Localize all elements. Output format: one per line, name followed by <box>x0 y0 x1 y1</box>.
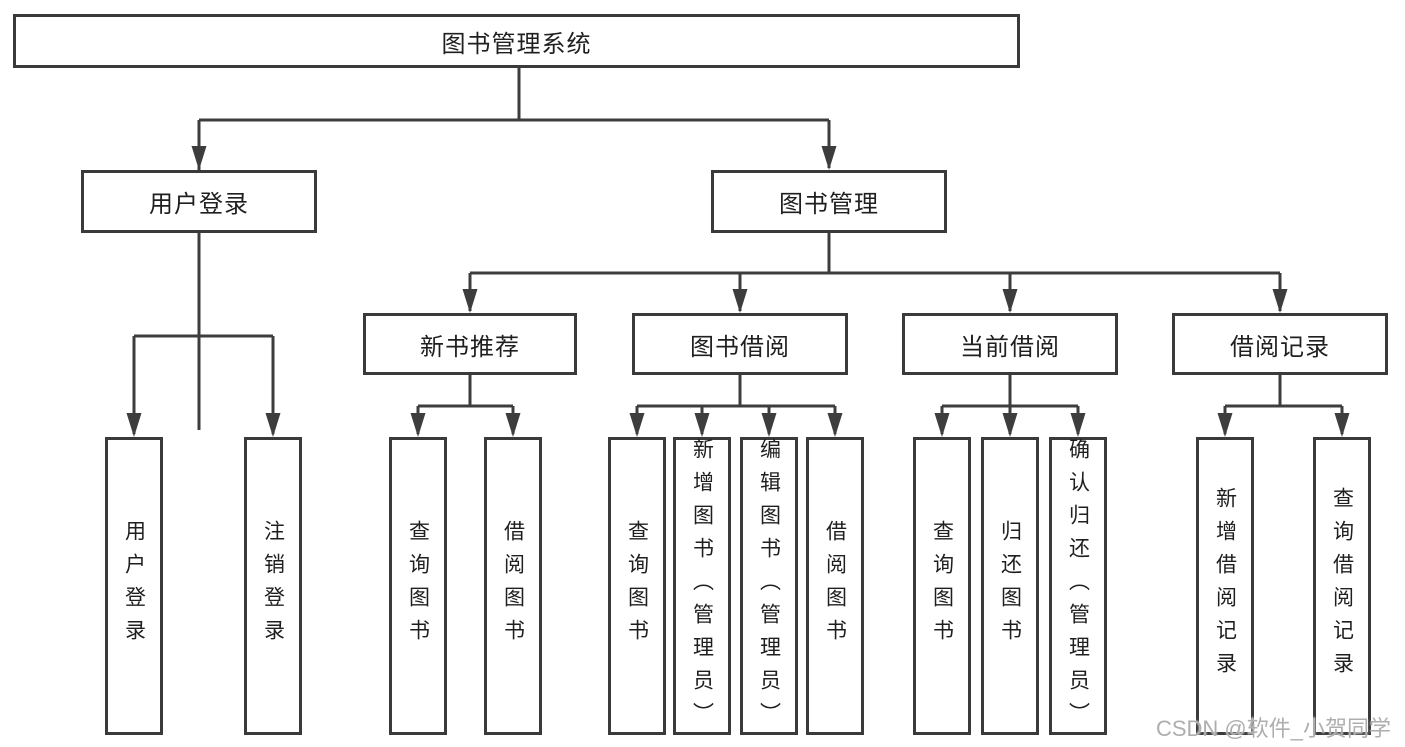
leaf-query-borrow-record: 查询借阅记录 <box>1313 437 1371 735</box>
node-current-borrowing-label: 当前借阅 <box>960 333 1060 361</box>
leaf-confirm-return-admin-label: 确认归还（管理员） <box>1066 437 1090 735</box>
leaf-query-books-recommend-label: 查询图书 <box>406 520 430 652</box>
connector-borrow-record <box>1223 375 1344 434</box>
leaf-logout-label: 注销登录 <box>261 520 285 652</box>
leaf-add-borrow-record-label: 新增借阅记录 <box>1213 487 1237 685</box>
leaf-edit-books-admin: 编辑图书（管理员） <box>740 437 798 735</box>
connector-new-book <box>416 375 515 434</box>
leaf-return-books: 归还图书 <box>981 437 1039 735</box>
leaf-query-books-current: 查询图书 <box>913 437 971 735</box>
leaf-query-books-borrow: 查询图书 <box>608 437 666 735</box>
node-borrow-records: 借阅记录 <box>1172 313 1388 375</box>
leaf-query-books-current-label: 查询图书 <box>930 520 954 652</box>
connector-book-borrow <box>635 375 837 434</box>
connector-root <box>197 68 831 430</box>
leaf-logout: 注销登录 <box>244 437 302 735</box>
leaf-add-borrow-record: 新增借阅记录 <box>1196 437 1254 735</box>
leaf-add-books-admin-label: 新增图书（管理员） <box>690 437 714 735</box>
csdn-watermark: CSDN @软件_小贺同学 <box>1155 716 1391 741</box>
node-new-book-recommend-label: 新书推荐 <box>420 333 520 361</box>
leaf-borrow-books: 借阅图书 <box>806 437 864 735</box>
node-library-system: 图书管理系统 <box>13 14 1020 68</box>
arrowheads <box>126 146 1350 437</box>
leaf-user-login: 用户登录 <box>105 437 163 735</box>
leaf-add-books-admin: 新增图书（管理员） <box>673 437 731 735</box>
leaf-edit-books-admin-label: 编辑图书（管理员） <box>757 437 781 735</box>
leaf-user-login-label: 用户登录 <box>122 520 146 652</box>
leaf-query-books-borrow-label: 查询图书 <box>625 520 649 652</box>
connector-user-login <box>132 233 275 434</box>
node-book-management: 图书管理 <box>711 170 947 233</box>
node-user-login: 用户登录 <box>81 170 317 233</box>
node-book-borrowing: 图书借阅 <box>632 313 848 375</box>
node-user-login-label: 用户登录 <box>149 191 249 218</box>
leaf-borrow-books-recommend-label: 借阅图书 <box>501 520 525 652</box>
node-book-borrowing-label: 图书借阅 <box>690 333 790 361</box>
node-book-management-label: 图书管理 <box>779 191 879 218</box>
leaf-borrow-books-recommend: 借阅图书 <box>484 437 542 735</box>
leaf-confirm-return-admin: 确认归还（管理员） <box>1049 437 1107 735</box>
leaf-return-books-label: 归还图书 <box>998 520 1022 652</box>
node-borrow-records-label: 借阅记录 <box>1230 333 1330 361</box>
node-library-system-label: 图书管理系统 <box>441 30 592 58</box>
connector-book-mgmt <box>468 233 1282 311</box>
leaf-query-books-recommend: 查询图书 <box>389 437 447 735</box>
leaf-borrow-books-label: 借阅图书 <box>823 520 847 652</box>
leaf-query-borrow-record-label: 查询借阅记录 <box>1330 487 1354 685</box>
node-current-borrowing: 当前借阅 <box>902 313 1118 375</box>
node-new-book-recommend: 新书推荐 <box>363 313 577 375</box>
